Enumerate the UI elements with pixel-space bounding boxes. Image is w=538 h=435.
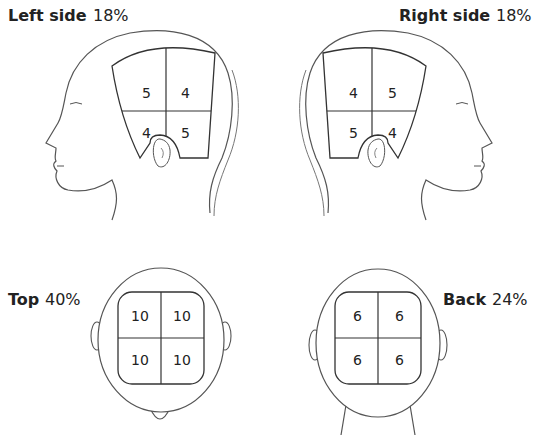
region-percentage: 4 — [388, 125, 397, 142]
region-percentage: 5 — [142, 85, 151, 102]
left-head-profile — [46, 28, 238, 220]
area-percentage: 18% — [93, 6, 129, 25]
region-percentage: 4 — [181, 85, 190, 102]
region-percentage: 6 — [395, 352, 404, 369]
region-percentage: 5 — [388, 85, 397, 102]
view-heading: Left side — [8, 6, 87, 25]
view-heading: Right side — [399, 6, 490, 25]
area-percentage: 24% — [492, 290, 528, 309]
region-percentage: 10 — [131, 308, 149, 325]
view-heading: Back — [443, 290, 486, 309]
region-percentage: 10 — [173, 308, 191, 325]
area-percentage: 40% — [45, 290, 81, 309]
region-percentage: 4 — [349, 85, 358, 102]
top-head-view — [91, 268, 231, 419]
region-percentage: 4 — [142, 125, 151, 142]
region-percentage: 10 — [173, 352, 191, 369]
view-heading: Top — [8, 290, 39, 309]
region-percentage: 6 — [395, 308, 404, 325]
region-percentage: 6 — [353, 352, 362, 369]
right-head-profile — [300, 28, 492, 220]
region-percentage: 10 — [131, 352, 149, 369]
region-percentage: 5 — [181, 125, 190, 142]
back-head-view — [309, 269, 447, 435]
region-percentage: 6 — [353, 308, 362, 325]
area-percentage: 18% — [496, 6, 532, 25]
region-percentage: 5 — [349, 125, 358, 142]
